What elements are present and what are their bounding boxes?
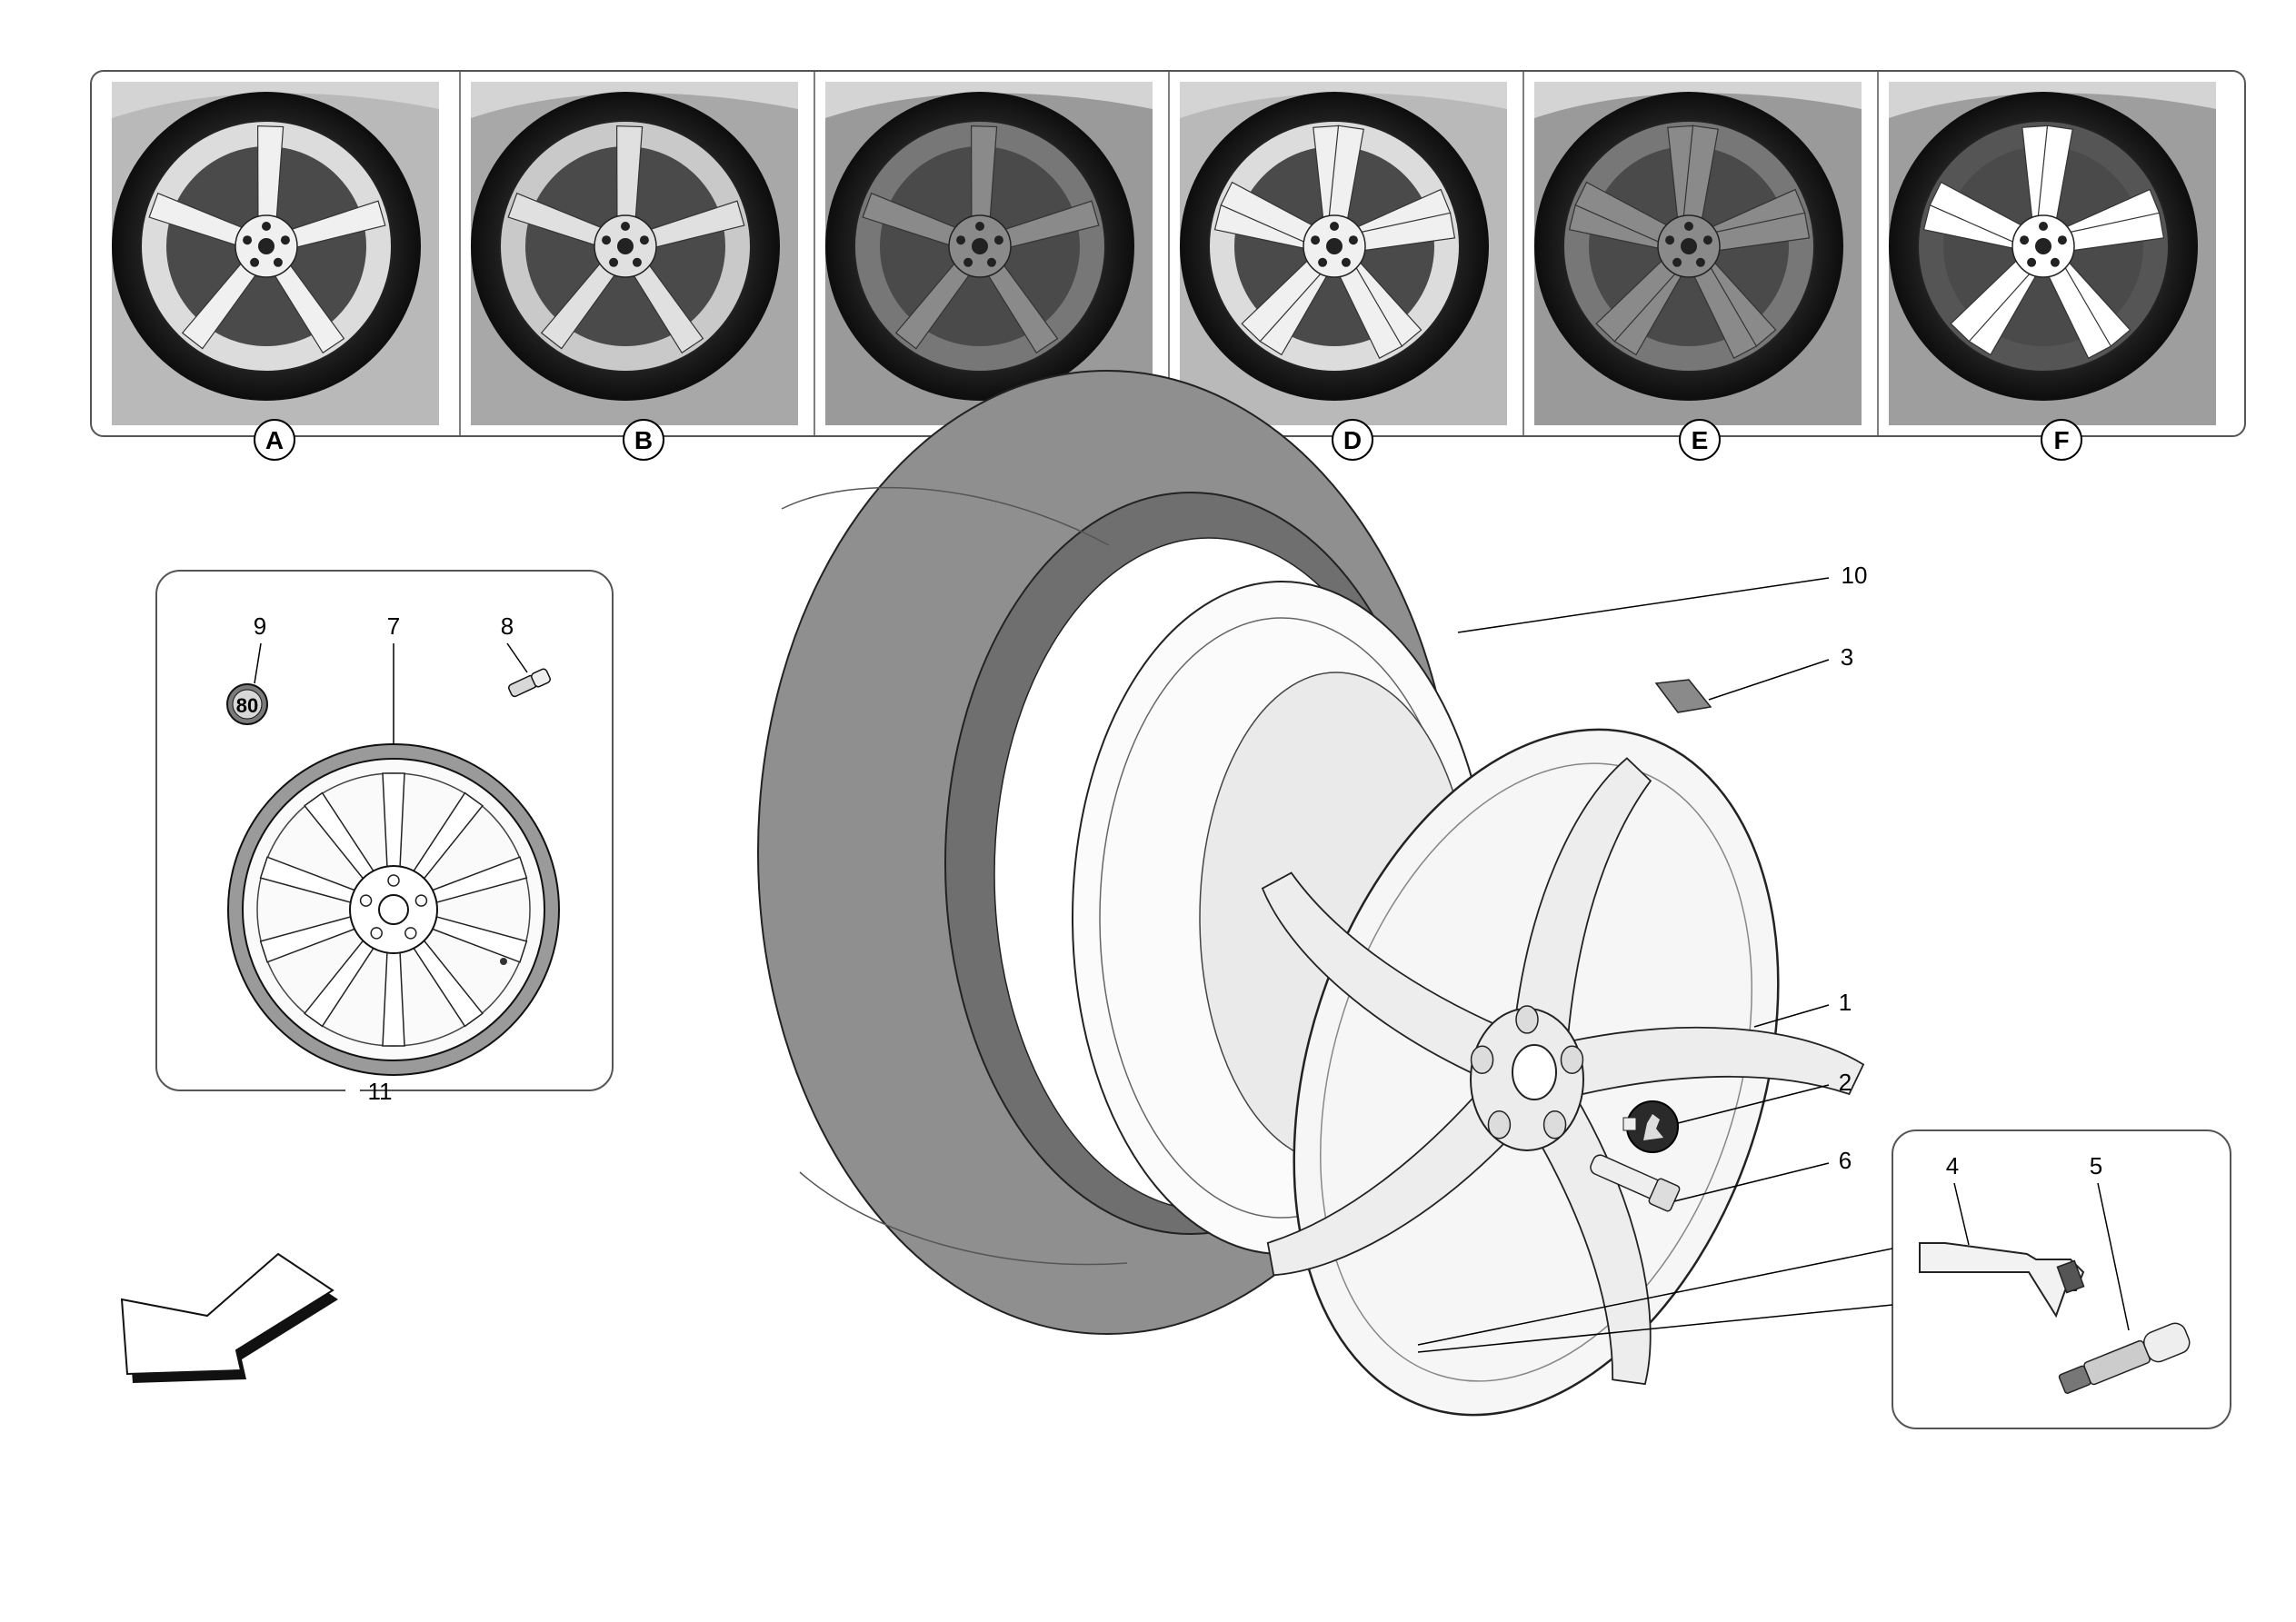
rim-spokes xyxy=(1261,757,1865,1386)
spare-valve xyxy=(508,668,551,698)
spare-wheel-spokes xyxy=(259,772,528,1047)
spare-wheel-panel-frame xyxy=(155,570,614,1091)
tpms-panel-frame xyxy=(1892,1129,2231,1429)
part-label-1: 1 xyxy=(1839,989,1852,1016)
wheel-bolt xyxy=(1590,1154,1681,1212)
part-label-10: 10 xyxy=(1842,562,1868,589)
part-label-3: 3 xyxy=(1841,643,1853,671)
rim-bolt-holes xyxy=(1470,1005,1584,1139)
variant-letter-bubble xyxy=(1679,419,1721,461)
prancing-horse-icon xyxy=(1622,1100,1679,1153)
speed-limit-sticker: 80 xyxy=(226,683,268,725)
main-callouts: 10 3 1 2 6 xyxy=(1417,562,1893,1353)
variant-letter-bubble xyxy=(623,419,664,461)
variant-a: A xyxy=(112,82,439,461)
speed-sticker-value: 80 xyxy=(236,694,258,717)
variant-strip: A B C D E F xyxy=(90,70,2246,461)
part-label-2: 2 xyxy=(1839,1069,1852,1096)
variant-b: B xyxy=(459,71,798,461)
part-label-9: 9 xyxy=(254,612,266,640)
variant-letter: A xyxy=(265,426,284,454)
rim-face xyxy=(1261,728,1865,1417)
variant-letter: E xyxy=(1692,426,1709,454)
variant-letter: F xyxy=(2053,426,2069,454)
spare-wheel xyxy=(227,743,560,1076)
variant-letter-bubble xyxy=(2041,419,2082,461)
variant-e: E xyxy=(1522,71,1862,461)
part-label-4: 4 xyxy=(1946,1152,1959,1179)
spare-wheel-panel: 80 9 7 8 11 xyxy=(155,570,614,1105)
tpms-valve xyxy=(2058,1322,2191,1394)
main-wheel-assembly xyxy=(757,370,1865,1417)
spare-wheel-bolts xyxy=(359,874,428,940)
part-label-5: 5 xyxy=(2090,1152,2102,1179)
arrow-front-left-icon xyxy=(120,1252,338,1383)
variant-f: F xyxy=(1877,71,2216,461)
rim-sticker xyxy=(1654,679,1712,713)
variant-letter: B xyxy=(634,426,653,454)
variant-d: D xyxy=(1168,71,1507,461)
variant-c: C xyxy=(814,71,1153,461)
tpms-sensor-bracket xyxy=(1919,1242,2085,1318)
variant-cells: A B C D E F xyxy=(112,71,2216,461)
variant-letter-bubble xyxy=(254,419,295,461)
part-label-7: 7 xyxy=(387,612,400,640)
part-label-8: 8 xyxy=(501,612,514,640)
tpms-panel: 4 5 xyxy=(1892,1129,2231,1429)
part-label-6: 6 xyxy=(1839,1147,1852,1174)
variant-letter: D xyxy=(1343,426,1362,454)
variant-letter-bubble xyxy=(1332,419,1373,461)
part-label-11: 11 xyxy=(368,1078,393,1105)
